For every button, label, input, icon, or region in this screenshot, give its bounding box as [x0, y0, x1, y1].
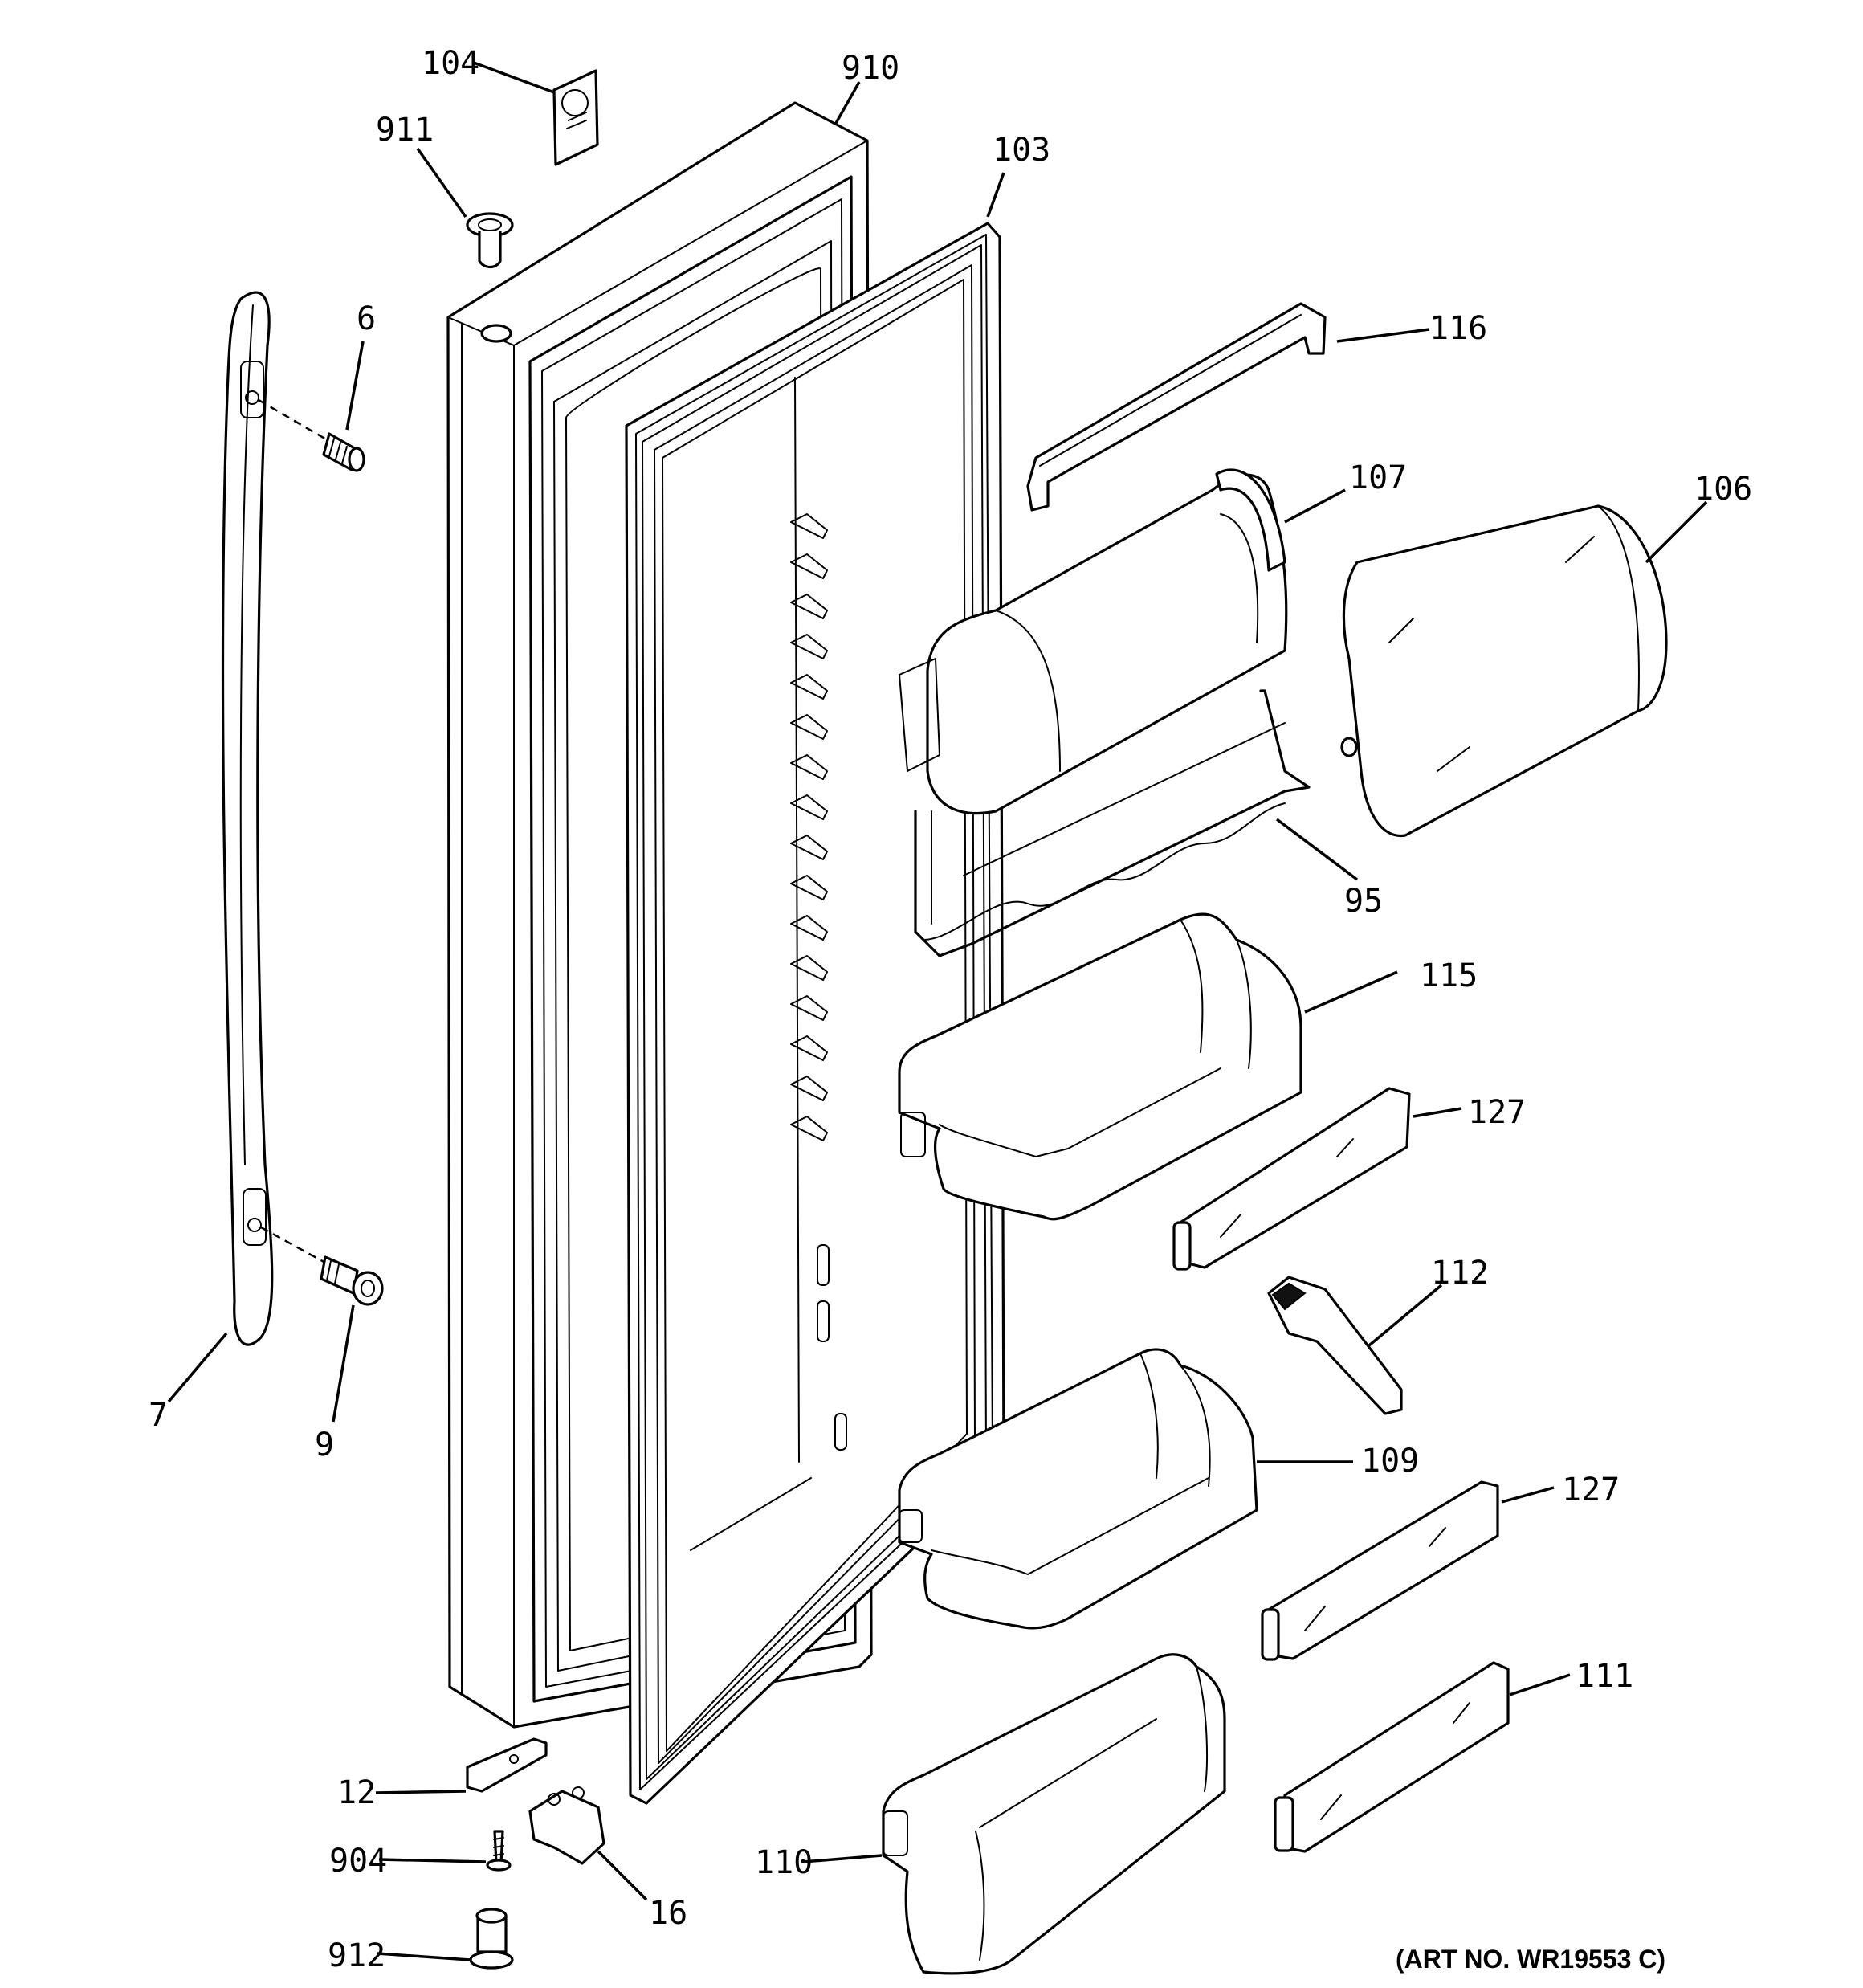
wire-bottle-rack	[914, 689, 1311, 957]
callout-16: 16	[649, 1895, 687, 1932]
bin-cover-bracket	[1026, 302, 1327, 512]
handle-screw-upper	[258, 398, 365, 472]
callout-111: 111	[1576, 1658, 1633, 1695]
door-handle	[221, 291, 274, 1346]
leader-lines	[167, 61, 1708, 1961]
callout-12: 12	[337, 1774, 376, 1811]
callout-912: 912	[328, 1937, 385, 1974]
callout-109: 109	[1361, 1443, 1419, 1480]
callout-127-lower: 127	[1562, 1472, 1620, 1508]
callout-106: 106	[1694, 471, 1752, 508]
door-screw	[486, 1830, 512, 1872]
bin-divider-spacer	[1267, 1276, 1403, 1415]
art-number: (ART NO. WR19553 C)	[1396, 1945, 1665, 1974]
callout-6: 6	[357, 300, 376, 337]
door-bin-lower	[882, 1653, 1226, 1975]
hinge-bracket	[528, 1786, 605, 1865]
callout-107: 107	[1349, 459, 1407, 496]
callout-9: 9	[315, 1427, 334, 1463]
brand-label	[552, 69, 599, 166]
callout-127-upper: 127	[1468, 1094, 1526, 1131]
callout-116: 116	[1429, 310, 1487, 347]
handle-screw-lower	[260, 1226, 384, 1306]
hinge-shim-plate	[466, 1737, 548, 1793]
dairy-compartment-door-cover	[1340, 504, 1668, 837]
callout-labels: 104 910 911 103 6 116 107 106 95 115 127…	[149, 45, 1752, 1974]
door-bin-front-panel-lower	[1261, 1480, 1499, 1661]
door-liner-shelf-supports	[690, 377, 847, 1551]
dairy-compartment-bin	[899, 468, 1288, 815]
hinge-pin-bushing	[469, 1908, 514, 1970]
door-bin-front-panel-upper	[1172, 1087, 1411, 1271]
callout-103: 103	[993, 132, 1050, 169]
callout-904: 904	[329, 1843, 387, 1880]
door-bin-front-panel-bottom	[1274, 1661, 1510, 1853]
door-cap-plug	[466, 212, 514, 269]
callout-104: 104	[422, 45, 479, 82]
callout-112: 112	[1431, 1255, 1489, 1292]
door-bin-upper	[898, 912, 1302, 1221]
callout-110: 110	[755, 1844, 813, 1881]
callout-7: 7	[149, 1397, 168, 1434]
door-bin-middle	[898, 1348, 1258, 1630]
callout-115: 115	[1420, 957, 1478, 994]
callout-95: 95	[1344, 883, 1383, 920]
callout-911: 911	[376, 112, 434, 149]
callout-910: 910	[842, 50, 899, 87]
